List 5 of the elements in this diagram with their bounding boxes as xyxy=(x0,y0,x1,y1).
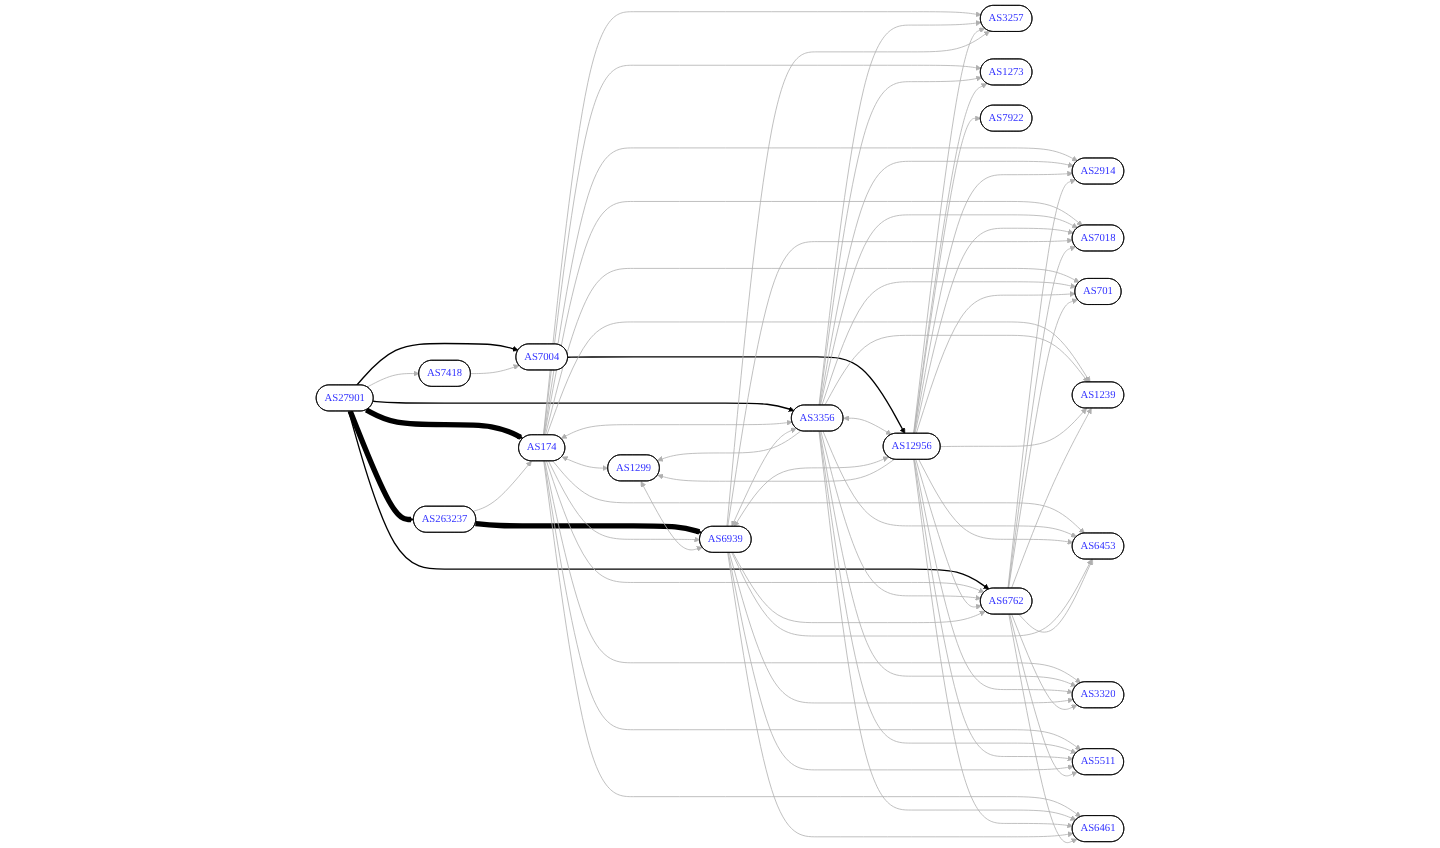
arrow xyxy=(347,410,414,523)
arrow xyxy=(372,400,795,412)
arrow xyxy=(348,410,990,590)
arrow xyxy=(365,407,524,440)
arrow xyxy=(475,520,703,535)
